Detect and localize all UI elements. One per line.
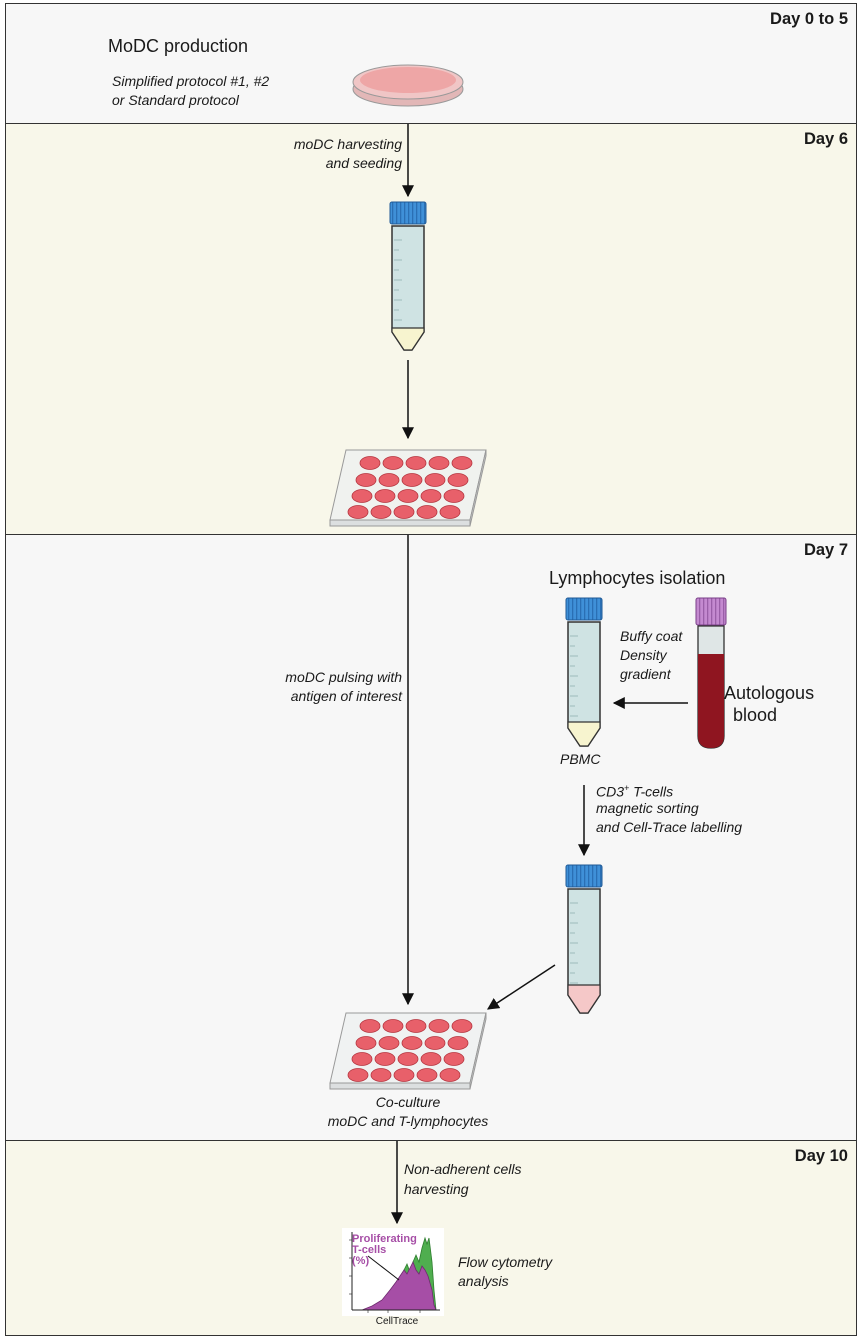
autologous-line1: Autologous: [724, 683, 815, 703]
sort-line3: and Cell-Trace labelling: [596, 819, 743, 835]
protocol-line2: or Standard protocol: [112, 92, 239, 108]
harvest-label-line2: and seeding: [325, 155, 402, 171]
pulse-label-line2: antigen of interest: [290, 688, 402, 704]
cd3-superscript: +: [624, 783, 630, 793]
cd3-label: CD3+ T-cells: [596, 779, 673, 802]
tube-icon: [565, 597, 603, 747]
buffy-line1: Buffy coat: [620, 628, 683, 644]
pointer-line: [367, 1255, 400, 1281]
day-label: Day 7: [803, 541, 848, 559]
nonadherent-line1: Non-adherent cells: [404, 1161, 522, 1177]
tube-icon: [565, 864, 603, 1014]
flow-line1: Flow cytometry: [458, 1254, 553, 1270]
coculture-plate-icon: [329, 1012, 487, 1090]
buffy-line2: Density: [620, 647, 667, 663]
cd3-prefix: CD3: [596, 783, 625, 800]
blood-tube-icon: [695, 597, 727, 749]
pulse-label-line1: moDC pulsing with: [285, 669, 402, 685]
day-label: Day 0 to 5: [770, 10, 848, 28]
histogram-label-line1: Proliferating: [352, 1233, 417, 1245]
histogram-xlabel: CellTrace: [375, 1316, 419, 1327]
autologous-line2: blood: [733, 705, 778, 725]
pbmc-label: PBMC: [560, 751, 601, 767]
day-label: Day 10: [794, 1147, 848, 1165]
tube-icon: [389, 201, 427, 351]
petri-dish-icon: [352, 64, 464, 107]
culture-plate-icon: [329, 449, 487, 527]
flow-line2: analysis: [458, 1273, 509, 1289]
day-label: Day 6: [803, 130, 848, 148]
lymphocytes-title: Lymphocytes isolation: [549, 568, 726, 588]
coculture-line1: Co-culture: [375, 1094, 441, 1110]
histogram-label-line3: (%): [352, 1255, 370, 1267]
arrow: [486, 964, 556, 1010]
harvest-label-line1: moDC harvesting: [293, 136, 402, 152]
cd3-suffix: T-cells: [629, 783, 674, 800]
sort-line2: magnetic sorting: [596, 800, 699, 816]
histogram-label: Proliferating T-cells (%): [352, 1234, 417, 1267]
modc-production-title: MoDC production: [108, 36, 249, 56]
histogram-proliferating-peaks: [361, 1261, 437, 1311]
histogram-label-line2: T-cells: [352, 1244, 387, 1256]
coculture-line2: moDC and T-lymphocytes: [327, 1113, 489, 1129]
protocol-line1: Simplified protocol #1, #2: [112, 73, 270, 89]
buffy-line3: gradient: [620, 666, 671, 682]
flow-cytometry-histogram: [342, 1228, 444, 1316]
nonadherent-line2: harvesting: [404, 1181, 469, 1197]
